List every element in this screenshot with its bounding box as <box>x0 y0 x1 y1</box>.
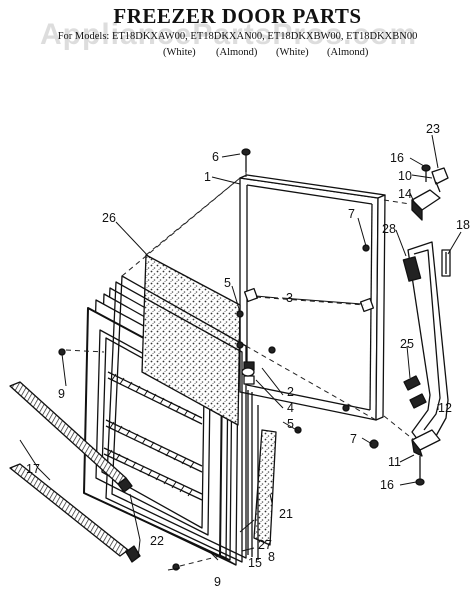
callout-label: 22 <box>150 534 164 548</box>
door-gasket <box>105 275 247 563</box>
handle-trim-lower <box>9 463 141 563</box>
callout-label: 28 <box>382 222 396 236</box>
door-insulation <box>141 254 241 426</box>
handle-trim-upper <box>9 381 133 493</box>
callout-label: 25 <box>400 337 414 351</box>
alignment-lines <box>65 172 415 567</box>
variant-label: (White) <box>276 47 309 58</box>
variant-label: (White) <box>163 47 196 58</box>
callout-label: 16 <box>390 151 404 165</box>
callout-label: 18 <box>456 218 470 232</box>
callout-label: 23 <box>426 122 440 136</box>
callout-labels: 1 2 3 4 5 5 6 7 7 8 9 9 10 11 12 14 15 1… <box>26 122 470 589</box>
callout-label: 9 <box>58 387 65 401</box>
outer-door-panel <box>239 174 386 421</box>
door-stop-parts <box>241 287 375 385</box>
callout-label: 3 <box>286 291 293 305</box>
variant-label: (Almond) <box>327 47 369 58</box>
callout-label: 27 <box>258 538 272 552</box>
screws <box>58 148 379 571</box>
leader-lines <box>19 134 462 571</box>
callout-label: 7 <box>348 207 355 221</box>
callout-label: 6 <box>212 150 219 164</box>
watermark: AppliancePartsPros.com <box>40 18 418 51</box>
color-variants: (White) (Almond) (White) (Almond) <box>0 47 475 63</box>
stop-bracket <box>403 375 427 409</box>
callout-label: 5 <box>224 276 231 290</box>
callout-label: 1 <box>204 170 211 184</box>
diagram-title: FREEZER DOOR PARTS <box>113 4 362 28</box>
callout-label: 26 <box>102 211 116 225</box>
callout-label: 8 <box>268 550 275 564</box>
callout-label: 11 <box>388 455 401 469</box>
callout-label: 9 <box>214 575 221 589</box>
callout-label: 15 <box>248 556 262 570</box>
bottom-hinge <box>411 429 441 486</box>
callout-label: 4 <box>287 401 294 415</box>
model-list: For Models: ET18DKXAW00, ET18DKXAN00, ET… <box>57 31 418 42</box>
callout-label: 12 <box>438 401 452 415</box>
callout-label: 5 <box>287 417 294 431</box>
callout-label: 2 <box>287 385 294 399</box>
callout-label: 14 <box>398 187 412 201</box>
callout-label: 16 <box>380 478 394 492</box>
callout-label: 10 <box>398 169 412 183</box>
callout-label: 17 <box>26 462 40 476</box>
top-hinge <box>411 164 449 221</box>
callout-label: 7 <box>350 432 357 446</box>
variant-label: (Almond) <box>216 47 258 58</box>
panel-insulation <box>253 429 277 546</box>
door-strip <box>247 390 259 560</box>
callout-label: 21 <box>279 507 293 521</box>
